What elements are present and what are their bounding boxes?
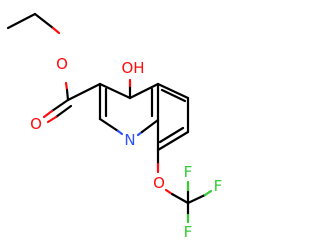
atom-label-f-top: F	[184, 163, 193, 181]
bond-c4a-c5-inner	[160, 88, 187, 103]
molecule-structure-diagram: O O OH N O F F F	[6, 12, 223, 241]
bond-carbonyl-c-o-1-red	[42, 109, 54, 119]
bond-c4-c4a	[128, 82, 160, 100]
atom-label-o-ether: O	[153, 174, 165, 192]
bond-carbonyl-c-o-2-red	[46, 115, 58, 124]
bond-c3-c4	[98, 82, 132, 100]
bond-c6-c7-inner	[158, 126, 185, 144]
bond-c2-n-blue	[116, 129, 124, 136]
atom-label-f-bottom: F	[184, 223, 193, 241]
bond-o-cf3	[170, 192, 190, 205]
atom-label-o-carbonyl: O	[30, 115, 42, 133]
bond-carbonyl-c-ring-c3	[66, 82, 102, 102]
bond-o-cf3-red	[164, 188, 174, 196]
atom-label-n: N	[124, 131, 135, 149]
bond-ethyl-ch3-ch2	[6, 12, 37, 30]
bond-cf3-f-right-green	[203, 189, 213, 197]
bond-cf3-f-right	[186, 193, 207, 205]
bond-n-c8a	[140, 118, 160, 134]
atom-label-o-ester: O	[56, 55, 68, 73]
bond-o-ester-c-red	[64, 81, 69, 92]
bond-o-ester-c	[65, 88, 70, 102]
bond-c6-c7	[156, 130, 190, 152]
bond-ethyl-ch2-o	[33, 12, 55, 30]
bond-c2-n	[98, 117, 120, 133]
atom-label-f-right: F	[214, 177, 223, 195]
bond-o-ester-ch2-red	[51, 26, 61, 35]
bond-carbonyl-c-o-1	[50, 98, 70, 113]
atom-label-oh: OH	[121, 59, 144, 77]
bond-carbonyl-c-o-2	[54, 104, 73, 119]
bond-c4a-c5	[156, 82, 190, 100]
